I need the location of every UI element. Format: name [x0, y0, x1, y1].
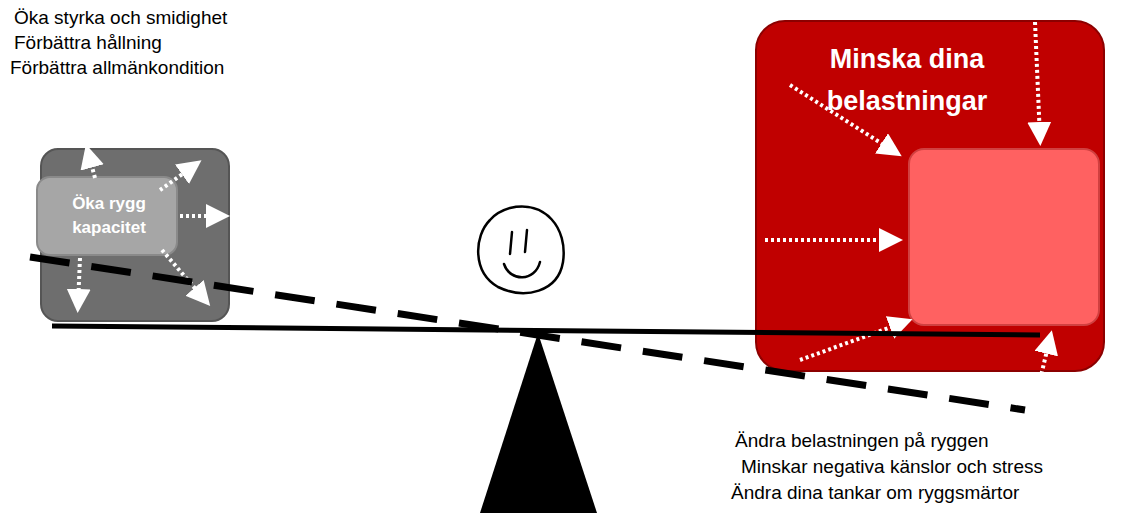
capacity-box: Öka rygg kapacitet [36, 176, 178, 256]
load-box: Minska dina belastningar [755, 20, 1105, 372]
load-note: Ändra belastningen på ryggen [735, 429, 989, 453]
box-heading: Minska dina belastningar [757, 38, 1057, 122]
load-note: Ändra dina tankar om ryggsmärtor [731, 481, 1019, 505]
seesaw-beam [52, 326, 1040, 335]
box-label: Öka rygg kapacitet [38, 192, 180, 240]
fulcrum-triangle [480, 333, 597, 513]
tilted-beam [30, 257, 1025, 410]
capacity-note: Förbättra hållning [14, 31, 162, 55]
dotted-arrows-left [78, 152, 222, 305]
load-inner-box [908, 148, 1100, 326]
dotted-arrows-right [765, 22, 1050, 380]
smiley-face [478, 207, 564, 293]
capacity-note: Öka styrka och smidighet [14, 6, 227, 30]
load-note: Minskar negativa känslor och stress [741, 455, 1043, 479]
capacity-note: Förbättra allmänkondition [10, 56, 224, 80]
